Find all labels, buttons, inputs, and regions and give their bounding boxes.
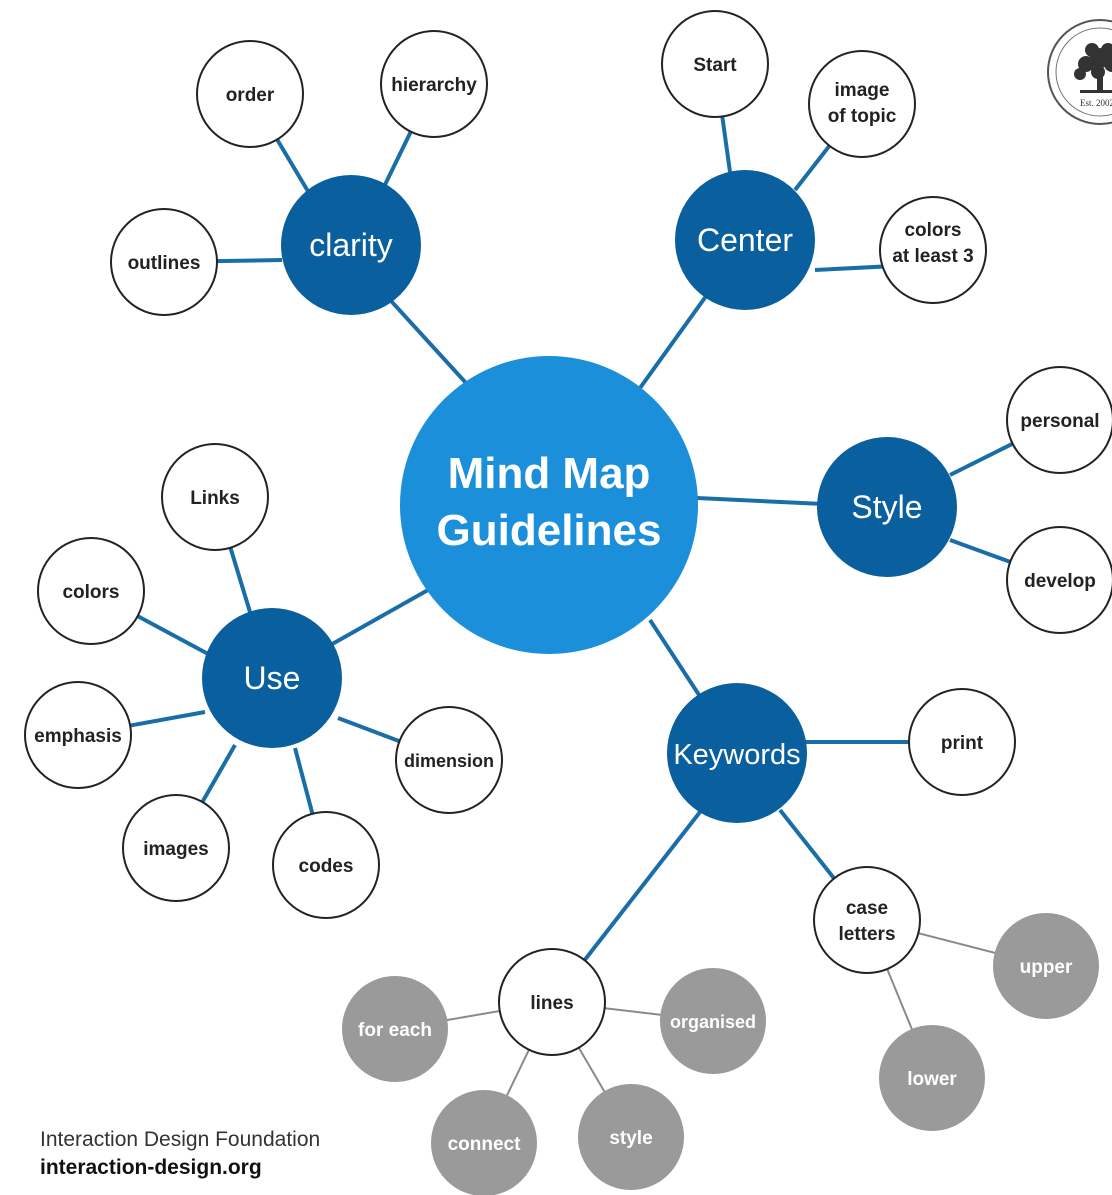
leaf-print xyxy=(908,688,1016,796)
leaf-develop xyxy=(1006,526,1112,634)
leaf-label-image-line2: of topic xyxy=(828,106,897,127)
subleaf-label-connect: connect xyxy=(448,1134,522,1155)
central-title-line2: Guidelines xyxy=(437,506,662,555)
leaf-links xyxy=(161,443,269,551)
subleaf-lower xyxy=(879,1025,985,1131)
subleaf-for-each xyxy=(342,976,448,1082)
leaf-order xyxy=(196,40,304,148)
leaf-label-print: print xyxy=(941,733,984,754)
tree-icon xyxy=(1074,43,1112,93)
leaf-image-of-topic xyxy=(808,50,916,158)
central-title-line1: Mind Map xyxy=(448,449,651,498)
subleaf-organised xyxy=(660,968,766,1074)
leaf-colors xyxy=(37,537,145,645)
leaf-hierarchy xyxy=(380,30,488,138)
leaf-label-colors: colors xyxy=(62,582,119,603)
leaf-colors-at-least-3 xyxy=(879,196,987,304)
branch-label-use: Use xyxy=(244,660,301,696)
leaf-label-hierarchy: hierarchy xyxy=(391,75,477,96)
footer: Interaction Design Foundation interactio… xyxy=(40,1126,320,1182)
leaf-labels: order hierarchy outlines Start image of … xyxy=(34,55,1099,1014)
subleaf-upper xyxy=(993,913,1099,1019)
leaf-label-images: images xyxy=(143,839,208,860)
leaf-label-emphasis: emphasis xyxy=(34,726,122,747)
leaf-lines xyxy=(498,948,606,1056)
footer-url-link[interactable]: interaction-design.org xyxy=(40,1156,262,1179)
branch-node-clarity: clarity xyxy=(281,175,421,315)
leaf-label-order: order xyxy=(226,85,275,106)
gray-labels: upper lower for each organised connect s… xyxy=(358,957,1073,1155)
branch-label-center: Center xyxy=(697,222,793,258)
branch-label-clarity: clarity xyxy=(309,227,393,263)
leaf-start xyxy=(661,10,769,118)
leaf-label-personal: personal xyxy=(1020,411,1099,432)
leaf-label-colors3-line1: colors xyxy=(904,220,961,241)
leaf-label-case-line1: case xyxy=(846,898,888,919)
leaf-label-codes: codes xyxy=(299,856,354,877)
leaf-nodes xyxy=(24,10,1112,1056)
leaf-label-outlines: outlines xyxy=(128,253,201,274)
leaf-case-letters xyxy=(813,866,921,974)
leaf-label-case-line2: letters xyxy=(838,924,895,945)
leaf-dimension xyxy=(395,706,503,814)
branch-node-center: Center xyxy=(675,170,815,310)
branch-label-keywords: Keywords xyxy=(673,739,800,771)
leaf-images xyxy=(122,794,230,902)
branch-node-keywords: Keywords xyxy=(667,683,807,823)
branch-label-style: Style xyxy=(851,489,922,525)
idf-logo-seal: Est. 2002 xyxy=(1047,19,1112,125)
logo-est-text: Est. 2002 xyxy=(1080,98,1112,108)
subleaf-label-for-each: for each xyxy=(358,1020,432,1041)
leaf-label-lines: lines xyxy=(530,993,573,1014)
branch-node-style: Style xyxy=(817,437,957,577)
subleaf-label-lower: lower xyxy=(907,1069,957,1090)
leaf-label-image-line1: image xyxy=(835,80,890,101)
leaf-label-dimension: dimension xyxy=(404,751,494,771)
leaf-label-links: Links xyxy=(190,488,240,509)
subleaf-label-organised: organised xyxy=(670,1012,756,1032)
subleaf-label-upper: upper xyxy=(1020,957,1073,978)
leaf-outlines xyxy=(110,208,218,316)
branch-node-use: Use xyxy=(202,608,342,748)
footer-org-name: Interaction Design Foundation xyxy=(40,1128,321,1151)
subleaf-style xyxy=(578,1084,684,1190)
leaf-codes xyxy=(272,811,380,919)
subleaf-label-style: style xyxy=(609,1128,652,1149)
leaf-emphasis xyxy=(24,681,132,789)
leaf-personal xyxy=(1006,366,1112,474)
leaf-label-start: Start xyxy=(693,55,737,76)
central-node: Mind Map Guidelines xyxy=(400,356,698,654)
leaf-label-colors3-line2: at least 3 xyxy=(892,246,973,267)
gray-sub-nodes xyxy=(342,913,1099,1195)
subleaf-connect xyxy=(431,1090,537,1195)
leaf-label-develop: develop xyxy=(1024,571,1096,592)
